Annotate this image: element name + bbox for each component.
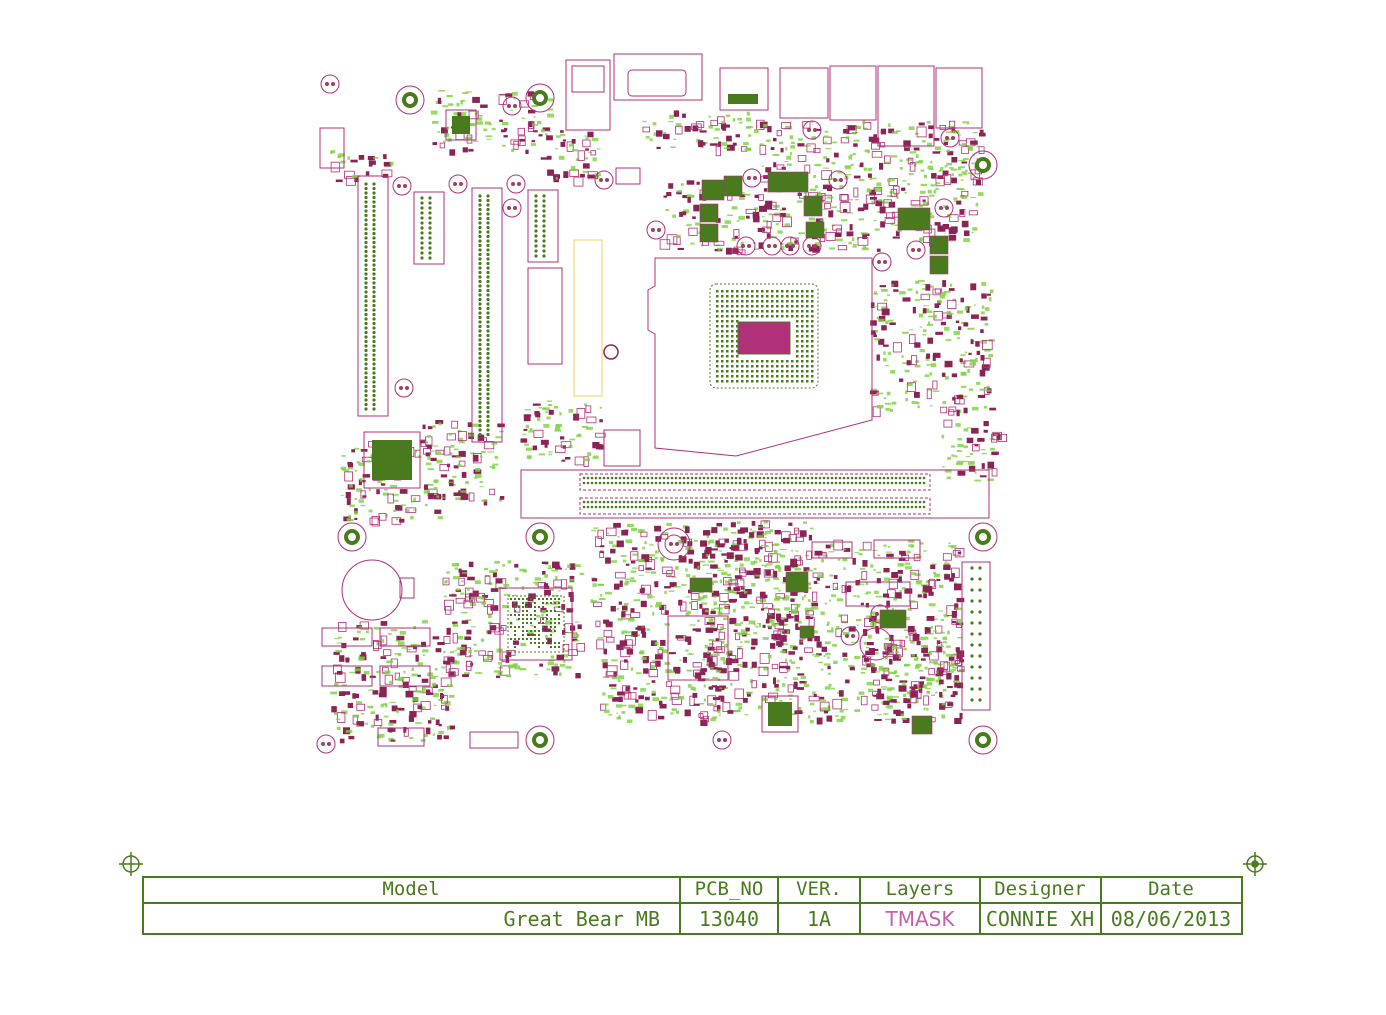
dimm-slots xyxy=(520,469,990,519)
silk-layer xyxy=(330,90,1008,744)
rear-io-connectors xyxy=(565,53,983,147)
mounting-hole-icon xyxy=(968,150,998,180)
mounting-hole-icon xyxy=(525,522,555,552)
value-date: 08/06/2013 xyxy=(1111,907,1231,931)
mounting-hole-icon xyxy=(968,725,998,755)
mounting-holes xyxy=(337,83,998,755)
atx-power-connector xyxy=(961,561,991,711)
title-block: Model PCB_NO VER. Layers Designer Date G… xyxy=(119,852,1267,935)
header-connectors xyxy=(321,167,921,749)
value-ver: 1A xyxy=(807,907,831,931)
bga-chip-icon xyxy=(499,587,573,661)
header-designer: Designer xyxy=(994,878,1086,900)
header-ver: VER. xyxy=(796,878,842,900)
bga-chip-icon xyxy=(761,695,799,733)
coin-battery-icon xyxy=(341,559,415,621)
fiducial-target-icon xyxy=(119,852,143,876)
fiducial-target-icon xyxy=(1243,852,1267,876)
header-model: Model xyxy=(382,878,439,900)
bga-chip-icon xyxy=(363,431,421,489)
value-layers: TMASK xyxy=(885,907,956,931)
mounting-hole-icon xyxy=(968,522,998,552)
mounting-hole-icon xyxy=(525,83,555,113)
mounting-hole-icon xyxy=(337,522,367,552)
value-designer: CONNIE XH xyxy=(986,907,1094,931)
header-date: Date xyxy=(1148,878,1194,900)
cpu-socket-icon xyxy=(647,257,873,457)
component-layer xyxy=(316,53,998,755)
capacitors xyxy=(316,74,960,754)
value-model: Great Bear MB xyxy=(503,907,660,931)
mounting-hole-icon xyxy=(525,725,555,755)
header-layers: Layers xyxy=(886,878,955,900)
mounting-hole-icon xyxy=(395,85,425,115)
bga-chip-icon xyxy=(445,109,477,141)
expansion-slots xyxy=(319,127,603,443)
value-pcb-no: 13040 xyxy=(699,907,759,931)
header-pcb-no: PCB_NO xyxy=(695,878,764,900)
copper-layer xyxy=(364,171,982,735)
pcb-board-drawing xyxy=(316,53,1008,755)
